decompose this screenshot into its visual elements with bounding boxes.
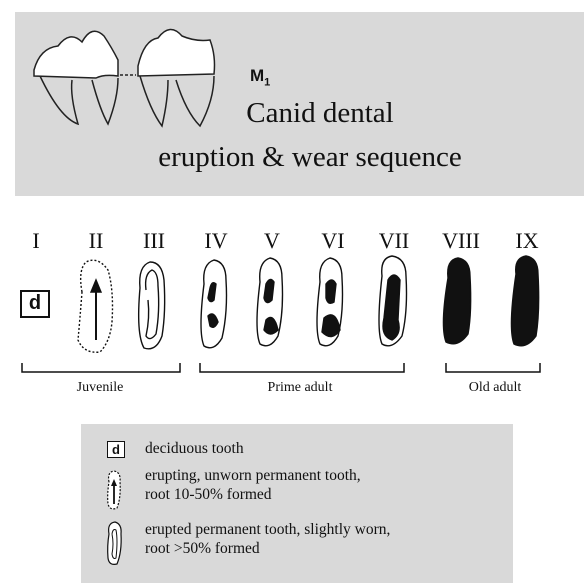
tooth-label-m1: M1 <box>250 66 270 88</box>
stage-label-V: V <box>252 228 292 254</box>
title-line-1: Canid dental <box>60 97 580 130</box>
erupting-tooth-icon <box>103 468 125 512</box>
stage-IX-tooth <box>511 256 538 346</box>
stage-III-tooth <box>139 262 165 349</box>
stage-V-tooth <box>257 258 283 346</box>
stage-label-VII: VII <box>374 228 414 254</box>
old-adult-bracket <box>446 363 540 372</box>
group-label-juvenile: Juvenile <box>40 380 160 396</box>
stage-VIII-tooth <box>443 258 470 344</box>
legend-item-deciduous: deciduous tooth <box>145 439 244 458</box>
legend-item-erupting: erupting, unworn permanent tooth, root 1… <box>145 466 361 504</box>
stage-label-VI: VI <box>313 228 353 254</box>
stage-VI-tooth <box>317 258 343 346</box>
stage-II-tooth <box>78 260 113 352</box>
stage-label-IV: IV <box>196 228 236 254</box>
legend-panel: d deciduous tooth erupting, unworn perma… <box>81 424 513 583</box>
deciduous-box: d <box>20 290 50 318</box>
juvenile-bracket <box>22 363 180 372</box>
stage-label-IX: IX <box>507 228 547 254</box>
stage-label-I: I <box>16 228 56 254</box>
prime-adult-bracket <box>200 363 404 372</box>
stage-VII-tooth <box>379 256 407 346</box>
title-line-2: eruption & wear sequence <box>40 141 580 174</box>
molar-crown-right <box>138 29 215 76</box>
erupted-tooth-icon <box>103 520 125 568</box>
legend-item-erupted: erupted permanent tooth, slightly worn, … <box>145 520 390 558</box>
stage-label-III: III <box>134 228 174 254</box>
molar-crown-left <box>34 31 118 78</box>
group-label-old-adult: Old adult <box>440 380 550 396</box>
stage-label-II: II <box>76 228 116 254</box>
group-label-prime-adult: Prime adult <box>240 380 360 396</box>
stage-IV-tooth <box>201 260 227 348</box>
legend-deciduous-symbol: d <box>107 441 125 458</box>
stage-label-VIII: VIII <box>441 228 481 254</box>
